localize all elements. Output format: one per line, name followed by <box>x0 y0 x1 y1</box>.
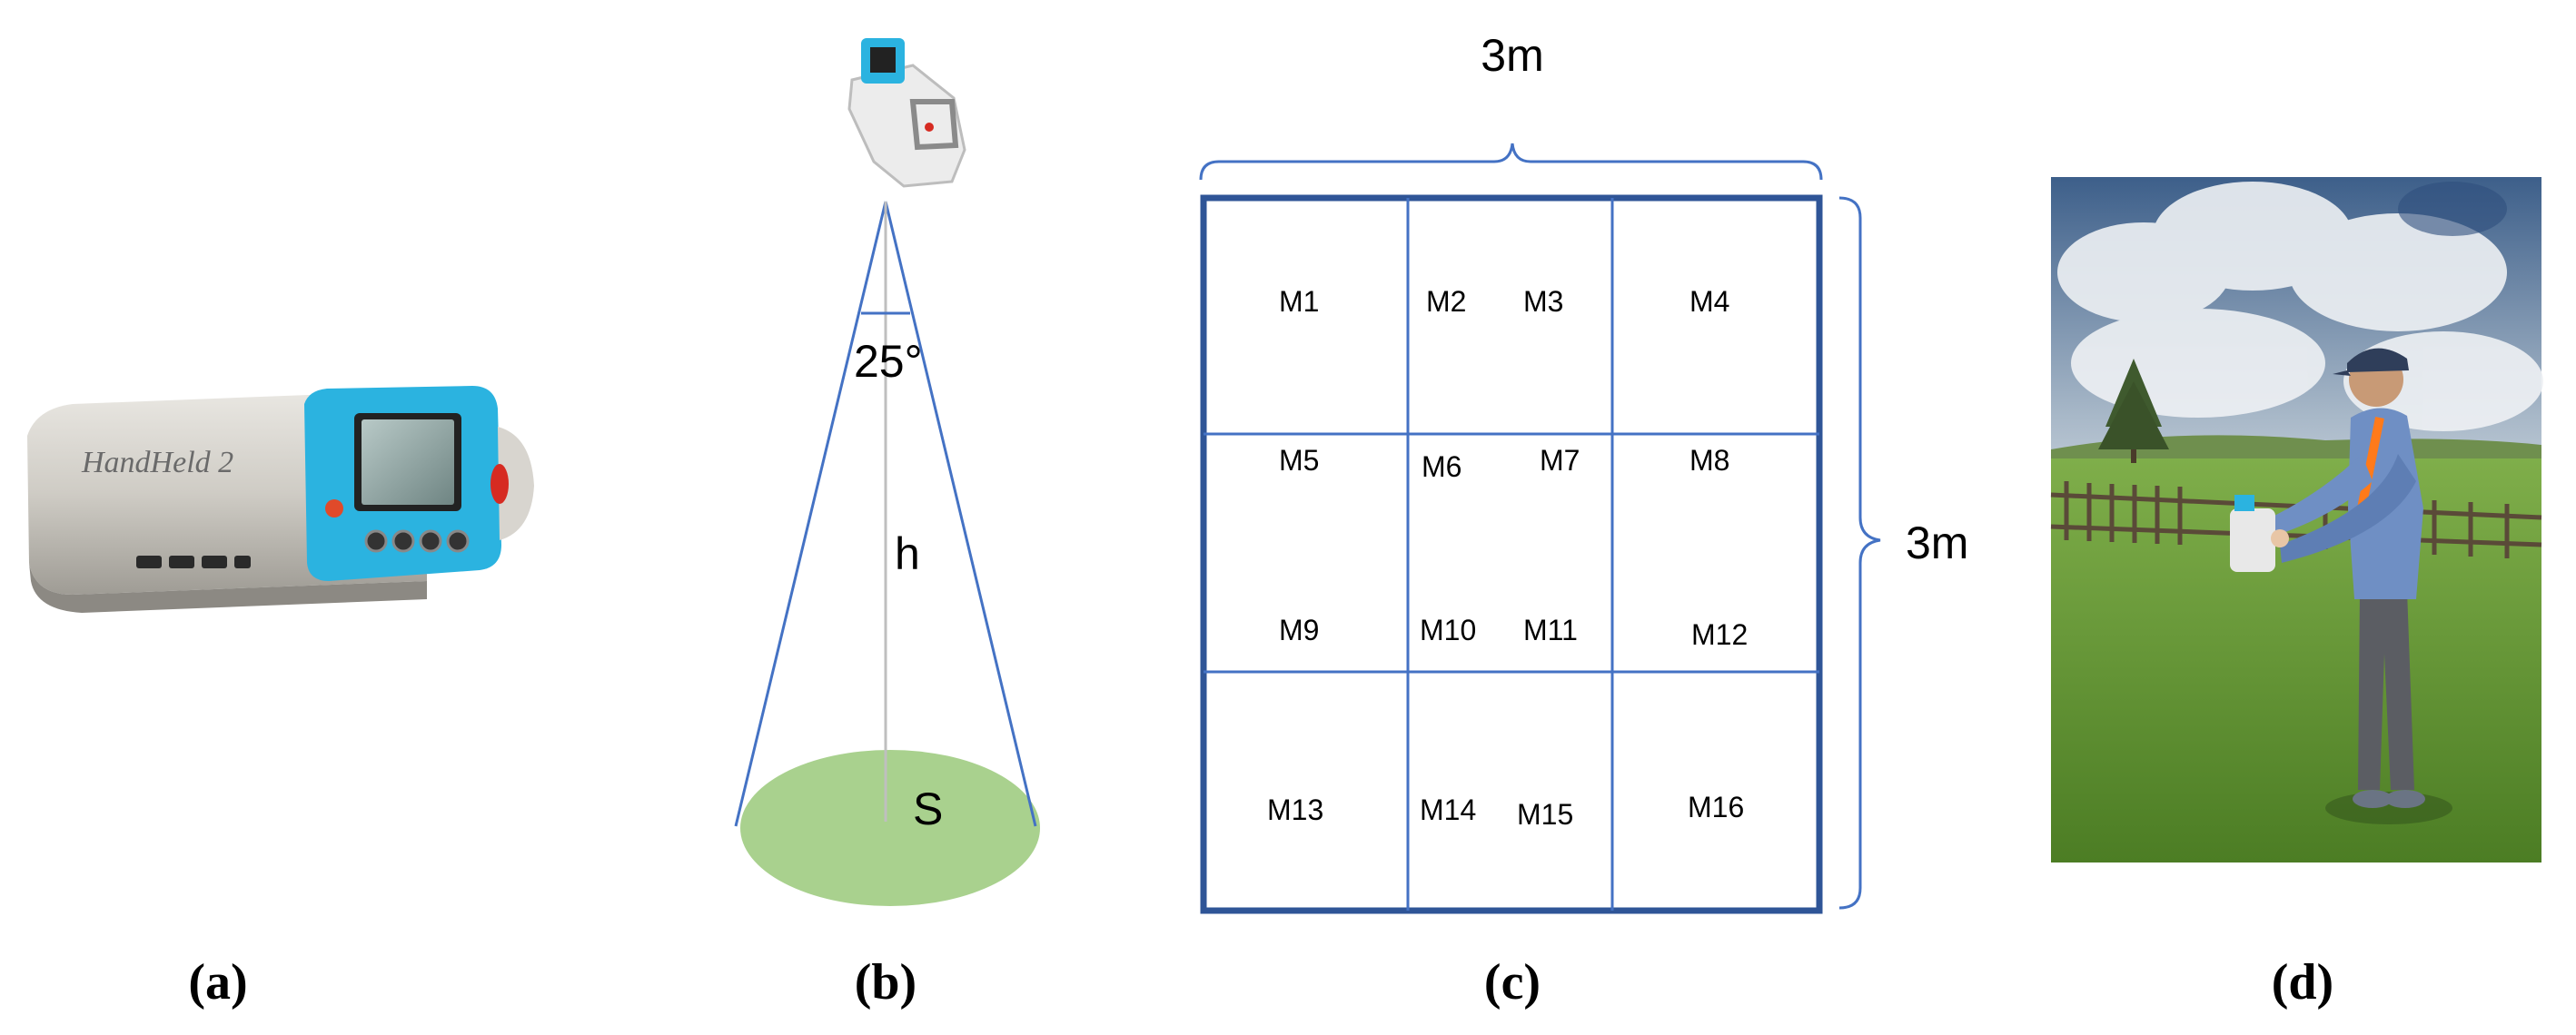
sampling-grid: 3m 3m M1 M2 M3 M4 M5 M6 M7 M8 M9 M10 M11… <box>1199 30 1968 914</box>
cell-label-m11: M11 <box>1523 614 1578 646</box>
panel-label-d: (d) <box>2272 954 2333 1010</box>
small-device-icon <box>847 38 966 188</box>
cell-label-m9: M9 <box>1279 614 1319 646</box>
cell-label-m2: M2 <box>1426 285 1466 318</box>
tree-shape <box>2098 359 2169 463</box>
device-brand-text: HandHeld 2 <box>81 446 233 479</box>
panel-label-c: (c) <box>1484 954 1541 1010</box>
measured-area-ellipse <box>740 750 1040 906</box>
measurement-cone: 25° h S <box>734 201 1040 906</box>
cell-label-m8: M8 <box>1689 444 1729 477</box>
person-figure <box>2230 348 2452 824</box>
cell-label-m6: M6 <box>1422 450 1461 483</box>
cell-label-m1: M1 <box>1279 285 1319 318</box>
grid-border <box>1200 194 1823 914</box>
cell-label-m12: M12 <box>1691 618 1748 651</box>
cell-label-m5: M5 <box>1279 444 1319 477</box>
angle-label: 25° <box>854 336 923 387</box>
cell-label-m16: M16 <box>1688 791 1744 823</box>
cell-label-m7: M7 <box>1540 444 1580 477</box>
panel-label-b: (b) <box>855 954 916 1010</box>
handheld-device-image: HandHeld 2 <box>27 386 534 613</box>
cell-label-m13: M13 <box>1267 794 1323 826</box>
cell-label-m10: M10 <box>1420 614 1476 646</box>
height-label: h <box>895 528 920 579</box>
grid-width-label: 3m <box>1481 30 1543 81</box>
cell-label-m3: M3 <box>1523 285 1563 318</box>
panel-label-a: (a) <box>188 954 247 1010</box>
cell-label-m15: M15 <box>1517 798 1573 831</box>
cell-label-m4: M4 <box>1689 285 1729 318</box>
field-photo <box>2050 177 2543 862</box>
area-label: S <box>913 784 943 834</box>
grid-height-label: 3m <box>1906 518 1968 568</box>
cell-label-m14: M14 <box>1420 794 1476 826</box>
